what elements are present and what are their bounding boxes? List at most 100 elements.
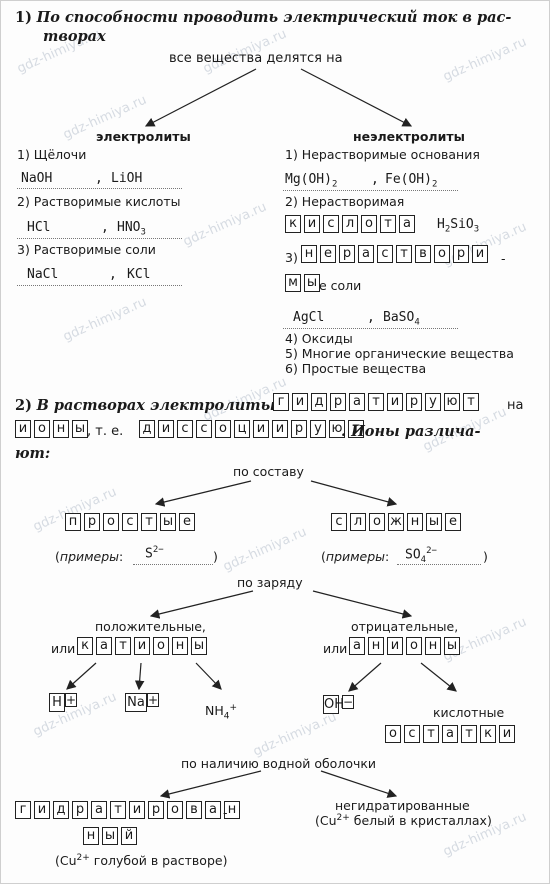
answer-lioh: LiOH bbox=[111, 171, 143, 186]
letter-box: т bbox=[423, 725, 439, 743]
ion-na-plus: Na+ bbox=[125, 693, 159, 712]
answer-comma: , bbox=[371, 172, 379, 187]
letter-box: к bbox=[77, 637, 93, 655]
letter-box: а bbox=[349, 393, 365, 411]
letter-box: д bbox=[139, 420, 155, 438]
answer-mgoh2: Mg(OH)2 bbox=[285, 172, 338, 190]
letter-box: н bbox=[83, 827, 99, 845]
letter-box: п bbox=[65, 513, 81, 531]
close-paren: ) bbox=[213, 549, 218, 564]
letter-box: и bbox=[15, 420, 31, 438]
letter-box: с bbox=[323, 215, 339, 233]
letter-box: ы bbox=[444, 637, 460, 655]
answer-line bbox=[283, 327, 458, 329]
letter-box: и bbox=[253, 420, 269, 438]
letter-box: н bbox=[53, 420, 69, 438]
ion-oh-minus: OH− bbox=[323, 695, 354, 714]
letter-box: а bbox=[96, 637, 112, 655]
letter-box: е bbox=[320, 245, 336, 263]
letter-box: ы bbox=[304, 274, 320, 292]
letter-box: и bbox=[34, 801, 50, 819]
letter-box: и bbox=[158, 420, 174, 438]
letter-box: с bbox=[331, 513, 347, 531]
answer-line bbox=[17, 187, 182, 189]
question-1-line1: 1) По способности проводить электрически… bbox=[15, 9, 512, 26]
word-te: , т. е. bbox=[87, 424, 124, 439]
letter-box: ю bbox=[329, 420, 345, 438]
letter-box: и bbox=[304, 215, 320, 233]
nonelectrolytes-item-6: 6) Простые вещества bbox=[285, 361, 427, 376]
letter-box: а bbox=[91, 801, 107, 819]
answer-baso4: BaSO4 bbox=[383, 310, 420, 328]
letter-box: т bbox=[110, 801, 126, 819]
letter-box: ы bbox=[72, 420, 88, 438]
letter-box: к bbox=[480, 725, 496, 743]
nonelectrolytes-item-1: 1) Нерастворимые основания bbox=[285, 147, 480, 162]
nonelectrolytes-item-4: 4) Оксиды bbox=[285, 331, 353, 346]
criterion-water-shell: по наличию водной оболочки bbox=[181, 756, 377, 771]
letter-box: н bbox=[301, 245, 317, 263]
answer-comma: , bbox=[109, 267, 117, 282]
answer-kcl: KCl bbox=[127, 267, 151, 282]
letter-box: л bbox=[342, 215, 358, 233]
positive-label: положительные, bbox=[95, 619, 206, 634]
letter-box: о bbox=[434, 245, 450, 263]
answer-line bbox=[133, 563, 213, 565]
letter-box: а bbox=[205, 801, 221, 819]
answer-line bbox=[17, 237, 182, 239]
letter-box: о bbox=[369, 513, 385, 531]
criterion-charge: по заряду bbox=[237, 575, 303, 590]
nonelectrolytes-item-5: 5) Многие органические вещества bbox=[285, 346, 514, 361]
answer-line bbox=[17, 284, 182, 286]
answer-naoh: NaOH bbox=[21, 171, 53, 186]
electrolytes-item-3: 3) Растворимые соли bbox=[17, 242, 156, 257]
letter-box: ы bbox=[426, 513, 442, 531]
salts-word-tail: е соли bbox=[319, 278, 362, 293]
answer-agcl: AgCl bbox=[293, 310, 325, 325]
letter-box: ю bbox=[444, 393, 460, 411]
letter-box: о bbox=[153, 637, 169, 655]
letter-box: и bbox=[499, 725, 515, 743]
letter-box: в bbox=[415, 245, 431, 263]
letter-box: р bbox=[148, 801, 164, 819]
nonelectrolytes-item-3-number: 3) bbox=[285, 250, 298, 265]
letter-box: а bbox=[442, 725, 458, 743]
letter-box: в bbox=[186, 801, 202, 819]
letter-box: м bbox=[285, 274, 301, 292]
letter-box: с bbox=[377, 245, 393, 263]
answer-hcl: HCl bbox=[27, 220, 51, 235]
letter-box: т bbox=[368, 393, 384, 411]
electrolytes-header: электролиты bbox=[96, 129, 191, 144]
letter-box: ж bbox=[388, 513, 404, 531]
criterion-composition: по составу bbox=[233, 464, 304, 479]
letter-box: с bbox=[177, 420, 193, 438]
negative-label: отрицательные, bbox=[351, 619, 459, 634]
letter-box: и bbox=[387, 393, 403, 411]
complex-examples: (примеры: bbox=[321, 549, 390, 564]
answer-line bbox=[283, 189, 458, 191]
letter-box: т bbox=[380, 215, 396, 233]
acid-label: кислотные bbox=[433, 705, 505, 720]
question-2-line1: 2) В растворах электролиты bbox=[15, 397, 276, 414]
letter-box: р bbox=[453, 245, 469, 263]
question-1-line2: творах bbox=[43, 28, 106, 45]
letter-box: т bbox=[461, 725, 477, 743]
nonelectrolytes-header: неэлектролиты bbox=[353, 129, 465, 144]
letter-box: р bbox=[84, 513, 100, 531]
answer-comma: , bbox=[101, 220, 109, 235]
letter-box: р bbox=[406, 393, 422, 411]
electrolytes-item-1: 1) Щёлочи bbox=[17, 147, 87, 162]
letter-box: р bbox=[72, 801, 88, 819]
ions-differ-text-end: ют: bbox=[15, 445, 51, 462]
letter-box: о bbox=[103, 513, 119, 531]
